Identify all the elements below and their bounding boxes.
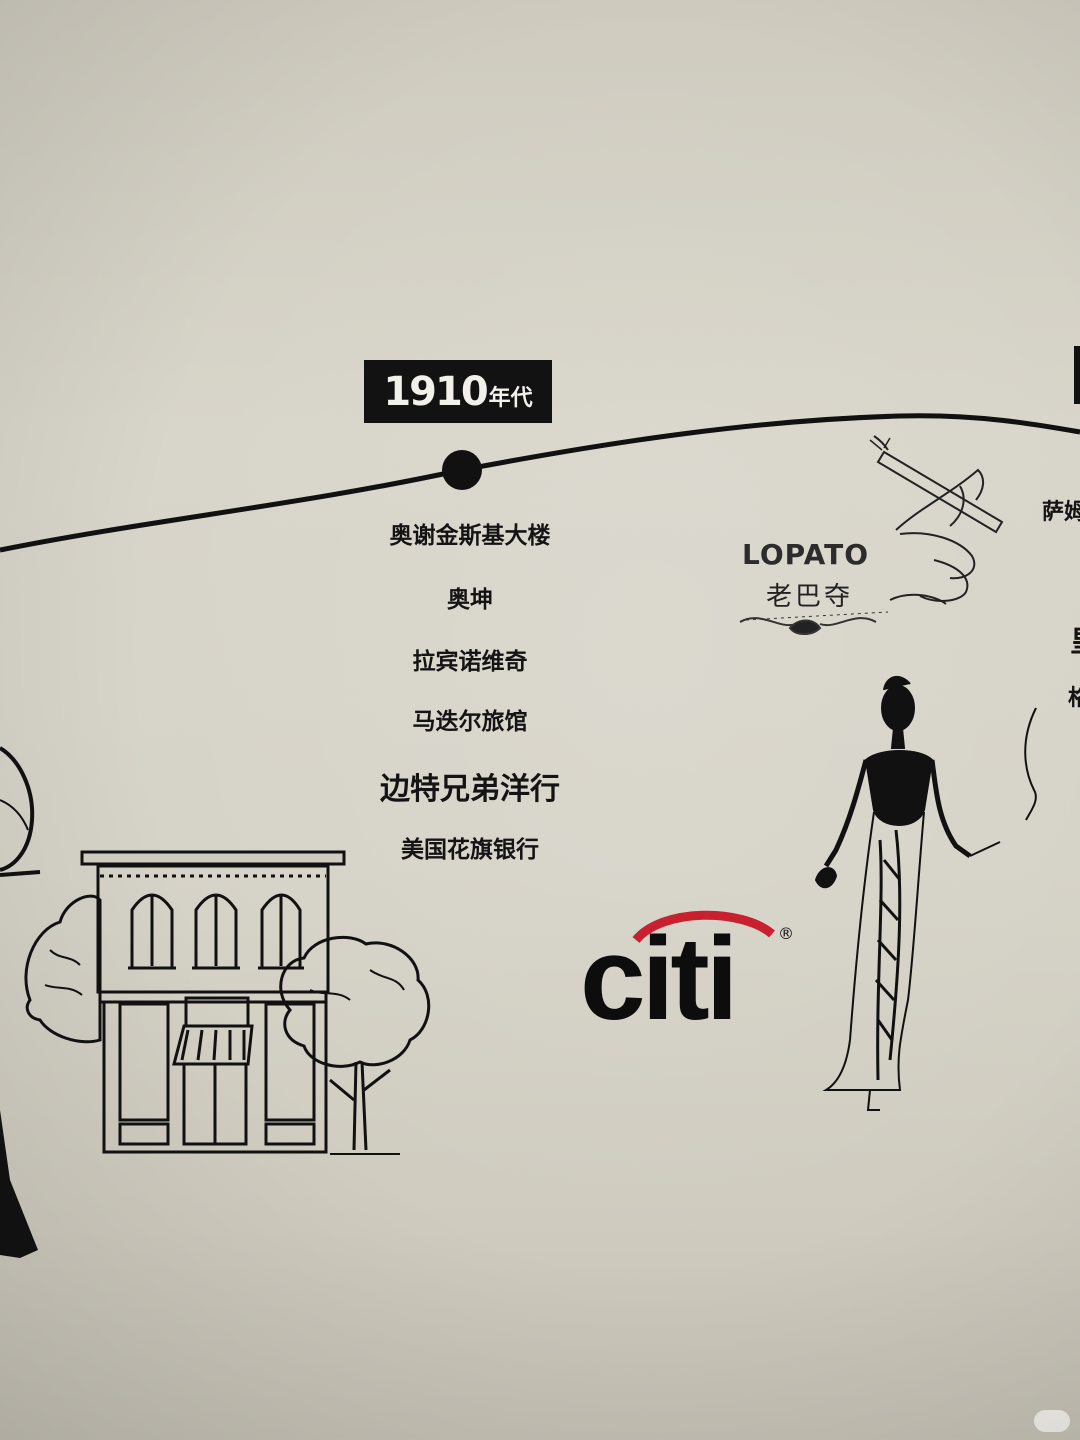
list-item: 美国花旗银行 bbox=[401, 837, 539, 863]
lopato-logo-text: LOPATO bbox=[742, 538, 869, 571]
lopato-ornament bbox=[739, 611, 889, 635]
watermark bbox=[1034, 1410, 1070, 1432]
smoke-curl bbox=[1024, 707, 1037, 821]
building-illustration bbox=[80, 850, 346, 1154]
citi-logo-arc bbox=[632, 910, 775, 944]
timeline-dot bbox=[442, 450, 482, 490]
era-suffix: 年代 bbox=[488, 385, 533, 411]
hand-cigarette-illustration bbox=[869, 435, 1004, 605]
wine-glass-illustration bbox=[0, 746, 41, 877]
list-item: 奥坤 bbox=[447, 587, 493, 613]
list-item: 奥谢金斯基大楼 bbox=[389, 523, 551, 549]
edge-text: 萨姆 bbox=[1042, 500, 1080, 525]
list-item: 马迭尔旅馆 bbox=[412, 709, 528, 735]
citi-logo: citi bbox=[580, 913, 738, 1045]
list-item: 边特兄弟洋行 bbox=[380, 772, 560, 807]
woman-gown-illustration bbox=[814, 675, 1001, 1111]
lopato-logo-chinese: 老巴夺 bbox=[766, 582, 854, 612]
tree-illustration-right bbox=[279, 935, 431, 1155]
era-year: 1910 bbox=[383, 368, 488, 415]
next-era-label-edge bbox=[1074, 346, 1080, 404]
registered-mark: ® bbox=[778, 924, 794, 943]
list-item: 拉宾诺维奇 bbox=[412, 649, 528, 675]
tree-illustration-left bbox=[24, 894, 102, 1044]
figure-leg-edge bbox=[0, 1110, 38, 1258]
timeline-line bbox=[0, 413, 1080, 553]
edge-text: 格 bbox=[1068, 686, 1080, 711]
edge-text: 皇 bbox=[1070, 616, 1080, 660]
era-label: 1910 年代 bbox=[364, 360, 552, 423]
